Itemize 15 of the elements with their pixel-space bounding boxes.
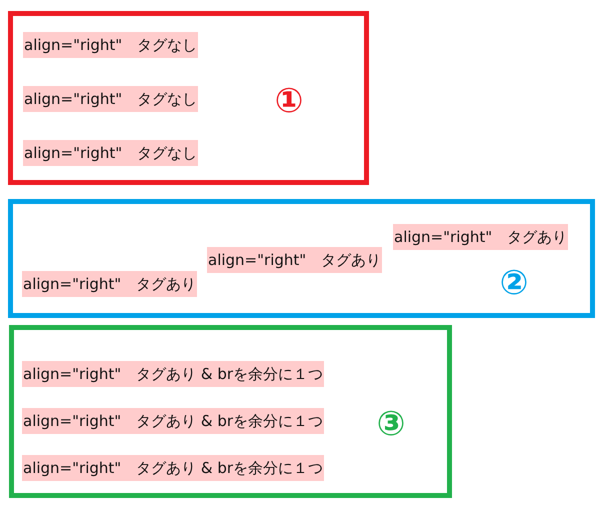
outlined-panel <box>8 199 595 318</box>
highlighted-text: align="right" タグなし <box>23 86 198 112</box>
outlined-panel <box>8 11 369 185</box>
highlighted-text: align="right" タグなし <box>23 32 198 58</box>
highlighted-text: align="right" タグあり <box>393 224 568 250</box>
highlighted-text: align="right" タグあり <box>22 271 198 297</box>
highlighted-text: align="right" タグなし <box>23 140 198 166</box>
highlighted-text: align="right" タグあり <box>207 247 382 273</box>
circled-number: ③ <box>376 407 406 441</box>
circled-number: ① <box>274 84 304 118</box>
circled-number: ② <box>500 266 528 300</box>
outlined-panel <box>9 325 452 498</box>
highlighted-text: align="right" タグあり & brを余分に１つ <box>22 455 324 481</box>
highlighted-text: align="right" タグあり & brを余分に１つ <box>22 408 324 434</box>
highlighted-text: align="right" タグあり & brを余分に１つ <box>22 361 324 387</box>
